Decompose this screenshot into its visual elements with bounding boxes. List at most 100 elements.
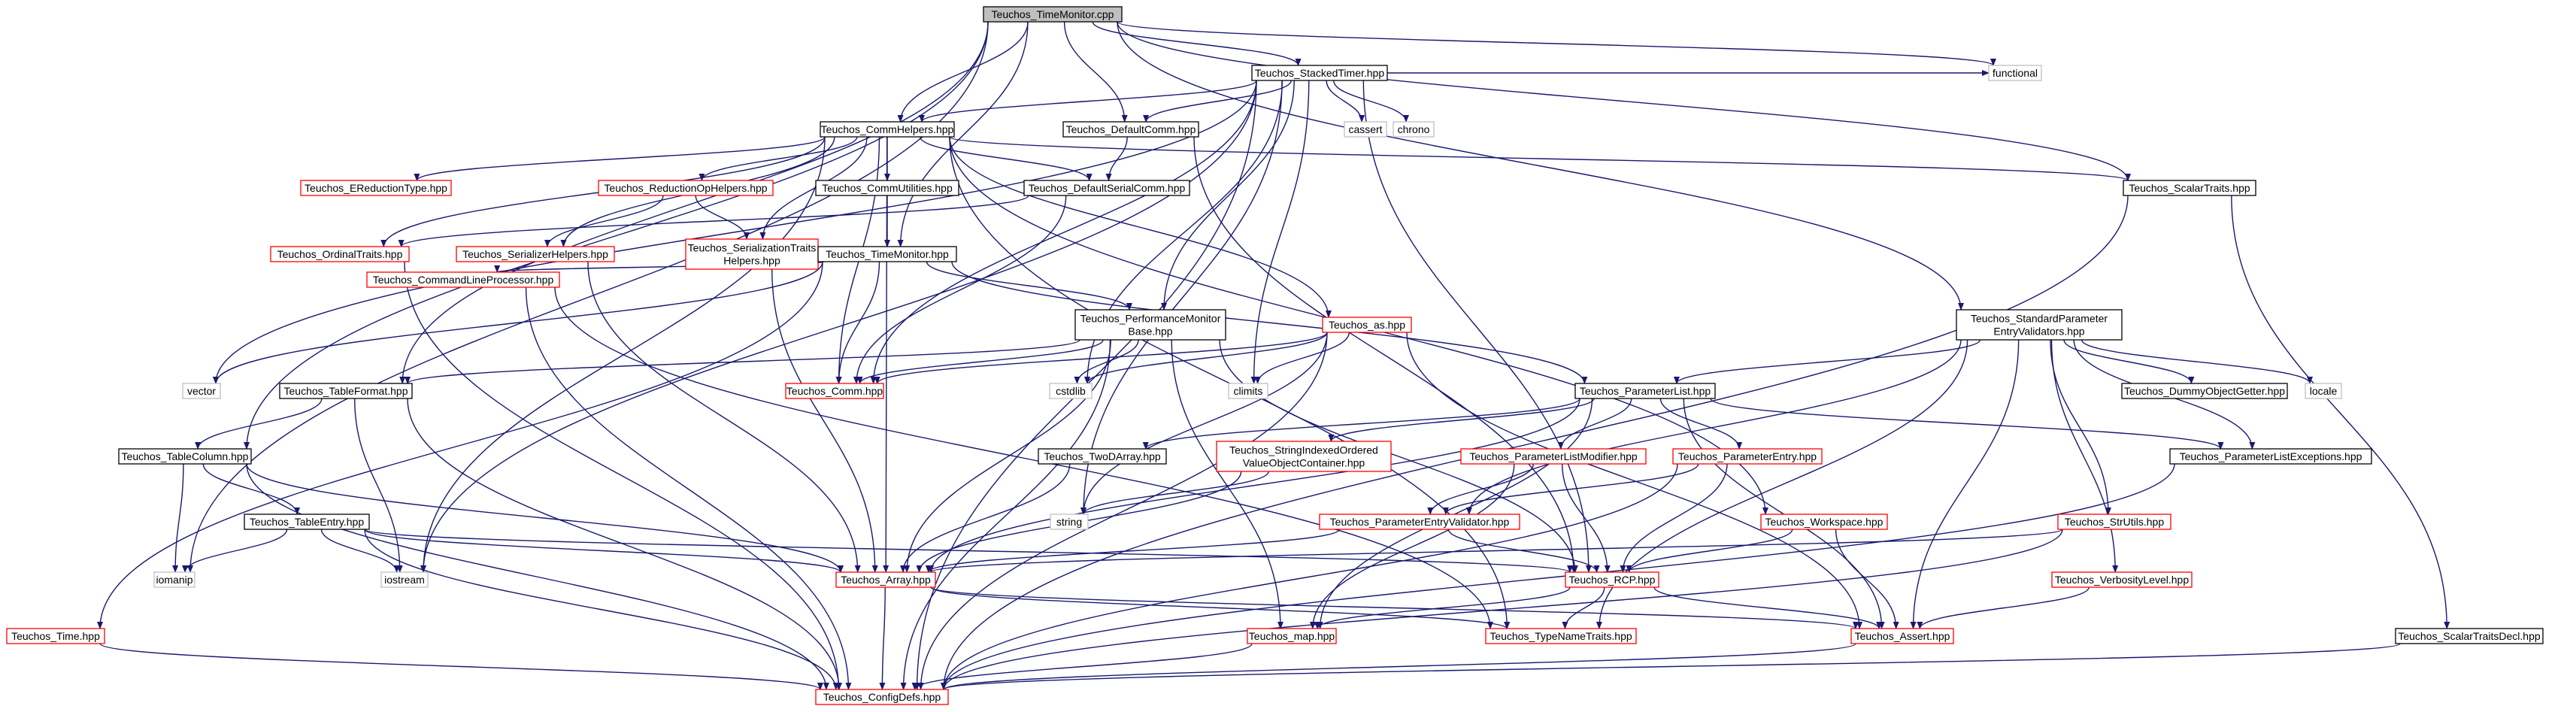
node-label-functional: functional	[1993, 67, 2038, 79]
edge-root-to-timemonitorhpp	[897, 21, 1029, 247]
node-label-defaultcomm: Teuchos_DefaultComm.hpp	[1066, 123, 1196, 135]
edge-tablecolumn-to-iomanip	[172, 463, 184, 573]
node-serializerhelpers[interactable]: Teuchos_SerializerHelpers.hpp	[456, 246, 615, 262]
edge-perfmon-to-array	[904, 339, 1111, 573]
node-workspace[interactable]: Teuchos_Workspace.hpp	[1760, 514, 1888, 530]
edge-stdparam-to-paramlist	[1674, 339, 1981, 384]
node-box-dummyobj	[2121, 383, 2288, 399]
node-climits: climits	[1228, 383, 1268, 399]
node-ordinaltraits[interactable]: Teuchos_OrdinalTraits.hpp	[270, 246, 410, 262]
edge-as-to-string	[1080, 332, 1328, 515]
node-paramlist[interactable]: Teuchos_ParameterList.hpp	[1574, 383, 1716, 399]
edge-tableformat-to-tablecolumn	[195, 398, 323, 450]
node-box-locale	[2305, 383, 2342, 399]
nodes-layer: Teuchos_TimeMonitor.cppTeuchos_StackedTi…	[6, 6, 2544, 705]
edge-as-to-assert	[1406, 332, 1863, 629]
node-box-iomanip	[153, 571, 195, 588]
node-scalartraits[interactable]: Teuchos_ScalarTraits.hpp	[2123, 180, 2256, 196]
node-verbosity[interactable]: Teuchos_VerbosityLevel.hpp	[2051, 571, 2193, 588]
node-comm[interactable]: Teuchos_Comm.hpp	[785, 383, 884, 399]
edge-defserialcomm-to-ordinaltraits	[398, 195, 1029, 247]
node-label-chrono: chrono	[1398, 123, 1430, 135]
edge-stacked-to-cassert	[1326, 80, 1365, 123]
node-tablecolumn[interactable]: Teuchos_TableColumn.hpp	[118, 448, 252, 465]
node-tableformat[interactable]: Teuchos_TableFormat.hpp	[279, 383, 413, 399]
node-box-stacked	[1251, 65, 1388, 81]
node-label-serializerhelpers: Teuchos_SerializerHelpers.hpp	[462, 248, 608, 260]
node-dummyobj[interactable]: Teuchos_DummyObjectGetter.hpp	[2121, 383, 2288, 399]
node-reductionop[interactable]: Teuchos_ReductionOpHelpers.hpp	[598, 180, 774, 196]
node-box-array	[835, 571, 936, 588]
node-timemonitorhpp[interactable]: Teuchos_TimeMonitor.hpp	[817, 246, 957, 262]
node-stacked[interactable]: Teuchos_StackedTimer.hpp	[1251, 65, 1388, 81]
node-plexceptions[interactable]: Teuchos_ParameterListExceptions.hpp	[2169, 448, 2372, 465]
node-box-comm	[785, 383, 884, 399]
node-defserialcomm[interactable]: Teuchos_DefaultSerialComm.hpp	[1023, 180, 1190, 196]
node-as[interactable]: Teuchos_as.hpp	[1322, 317, 1412, 333]
edge-stacked-to-chrono	[1333, 80, 1409, 123]
edge-defserialcomm-to-comm	[853, 195, 1067, 384]
node-box-defserialcomm	[1023, 180, 1190, 196]
node-strutils[interactable]: Teuchos_StrUtils.hpp	[2057, 514, 2171, 530]
node-array[interactable]: Teuchos_Array.hpp	[835, 571, 936, 588]
node-string: string	[1050, 514, 1089, 530]
node-root[interactable]: Teuchos_TimeMonitor.cpp	[983, 6, 1123, 23]
node-paramentry[interactable]: Teuchos_ParameterEntry.hpp	[1672, 448, 1823, 465]
node-box-paramentry	[1672, 448, 1823, 465]
edge-root-to-scalartraits	[1117, 21, 2131, 181]
node-box-twodarray	[1038, 448, 1167, 465]
edge-stacked-to-climits	[1250, 80, 1310, 384]
edge-stdparam-to-assert	[1910, 339, 2020, 629]
node-commutil[interactable]: Teuchos_CommUtilities.hpp	[815, 180, 959, 196]
node-label-paramlist: Teuchos_ParameterList.hpp	[1580, 385, 1711, 397]
node-box-functional	[1988, 65, 2042, 81]
node-twodarray[interactable]: Teuchos_TwoDArray.hpp	[1038, 448, 1167, 465]
edge-stdparam-to-locale	[2081, 339, 2313, 384]
node-label-strutils: Teuchos_StrUtils.hpp	[2065, 516, 2165, 528]
node-ereduction[interactable]: Teuchos_EReductionType.hpp	[300, 180, 452, 196]
node-box-chrono	[1393, 121, 1435, 138]
node-pevalidator[interactable]: Teuchos_ParameterEntryValidator.hpp	[1319, 514, 1520, 530]
node-rcp[interactable]: Teuchos_RCP.hpp	[1565, 571, 1659, 588]
node-tableentry[interactable]: Teuchos_TableEntry.hpp	[244, 514, 370, 530]
edge-stdparam-to-strutils	[2050, 339, 2111, 515]
edge-workspace-to-assert	[1835, 529, 1899, 629]
node-box-paramlist	[1574, 383, 1716, 399]
node-configdefs[interactable]: Teuchos_ConfigDefs.hpp	[815, 689, 949, 705]
node-box-scalartraits	[2123, 180, 2256, 196]
node-commhelpers[interactable]: Teuchos_CommHelpers.hpp	[820, 121, 955, 138]
edge-map-to-configdefs	[911, 643, 1253, 690]
node-label-commutil: Teuchos_CommUtilities.hpp	[822, 182, 953, 194]
edge-timemonitorhpp-to-time	[97, 261, 823, 629]
edge-strutils-to-array	[928, 529, 2063, 573]
node-box-reductionop	[598, 180, 774, 196]
node-typename[interactable]: Teuchos_TypeNameTraits.hpp	[1485, 628, 1637, 644]
node-box-as	[1322, 317, 1412, 333]
node-label-tableformat: Teuchos_TableFormat.hpp	[284, 385, 408, 397]
edge-root-to-functional	[1117, 21, 1996, 66]
node-label-ereduction: Teuchos_EReductionType.hpp	[305, 182, 447, 194]
edge-defaultcomm-to-defserialcomm	[1105, 136, 1128, 181]
node-map[interactable]: Teuchos_map.hpp	[1247, 628, 1337, 644]
edge-stacked-to-perfmon	[1161, 80, 1295, 311]
node-label-ordinaltraits: Teuchos_OrdinalTraits.hpp	[277, 248, 403, 260]
edge-root-to-defaultcomm	[1063, 21, 1128, 123]
node-time[interactable]: Teuchos_Time.hpp	[6, 628, 105, 644]
edge-timemonitorhpp-to-paramlist	[951, 261, 1588, 384]
node-plmodifier[interactable]: Teuchos_ParameterListModifier.hpp	[1460, 448, 1647, 465]
node-scalartraitsdecl[interactable]: Teuchos_ScalarTraitsDecl.hpp	[2395, 628, 2544, 644]
node-assert[interactable]: Teuchos_Assert.hpp	[1850, 628, 1954, 644]
edge-perfmon-to-rcp	[1219, 339, 1578, 573]
node-box-scalartraitsdecl	[2395, 628, 2544, 644]
node-label-iostream: iostream	[384, 574, 425, 586]
edge-stdparam-to-verbosity	[2050, 339, 2119, 573]
edge-time-to-configdefs	[99, 643, 823, 690]
node-iomanip: iomanip	[153, 571, 195, 588]
node-defaultcomm[interactable]: Teuchos_DefaultComm.hpp	[1062, 121, 1199, 138]
node-cmdline[interactable]: Teuchos_CommandLineProcessor.hpp	[366, 271, 560, 288]
edge-perfmon-to-map	[1171, 339, 1283, 629]
